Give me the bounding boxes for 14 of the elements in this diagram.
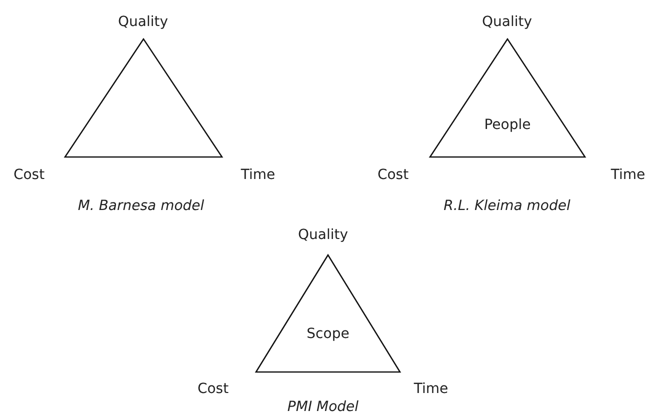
triangle-label: Scope (306, 326, 350, 342)
triangle-label: People (484, 117, 531, 133)
vertex-label: Quality (298, 227, 348, 243)
model-caption: PMI Model (287, 399, 359, 415)
vertex-label: Cost (13, 167, 45, 183)
vertex-label: Quality (482, 14, 532, 30)
vertex-label: Cost (377, 167, 409, 183)
vertex-label: Quality (118, 14, 168, 30)
model-caption: R.L. Kleima model (444, 198, 570, 214)
model-caption: M. Barnesa model (78, 198, 204, 214)
vertex-label: Time (414, 381, 448, 397)
vertex-label: Time (610, 167, 645, 183)
vertex-label: Time (240, 167, 276, 183)
vertex-label: Cost (197, 381, 229, 397)
